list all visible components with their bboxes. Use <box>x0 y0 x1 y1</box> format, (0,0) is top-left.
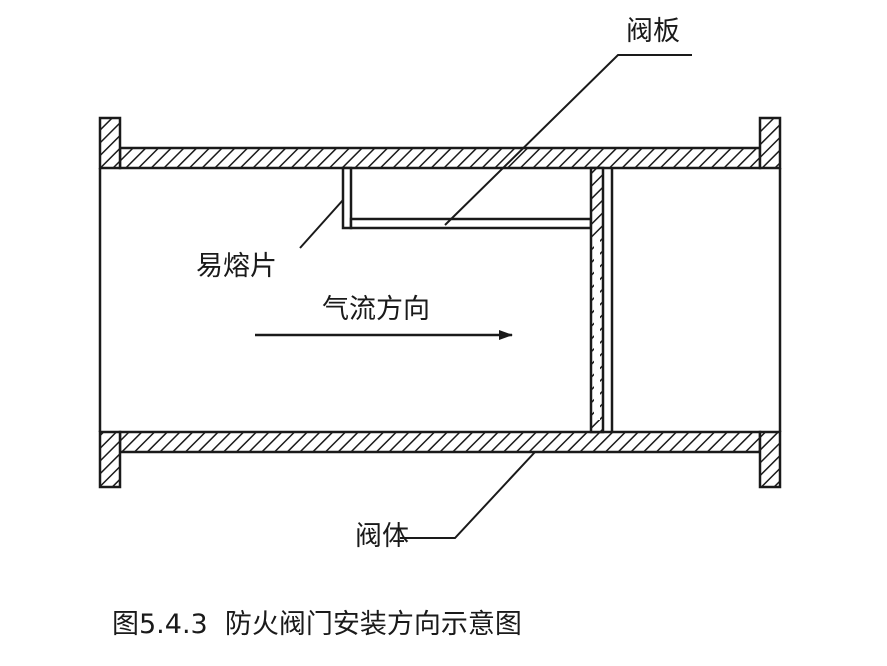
left-bottom-flange <box>98 430 122 489</box>
fusible-link-bracket <box>341 166 353 230</box>
valve-plate-core <box>594 240 600 420</box>
valve-body-label: 阀体 <box>355 521 409 552</box>
right-top-flange <box>758 116 782 170</box>
fusible-link <box>349 217 593 230</box>
valve-plate-label: 阀板 <box>626 16 680 47</box>
top-wall <box>118 146 762 170</box>
left-top-flange <box>98 116 122 170</box>
fusible-link-leader <box>299 199 344 249</box>
airflow-direction-label: 气流方向 <box>322 294 430 325</box>
bottom-wall <box>118 430 762 454</box>
valve-plate-assembly <box>341 166 614 434</box>
valve-body-leader <box>400 451 536 539</box>
figure-caption: 图5.4.3 防火阀门安装方向示意图 <box>112 609 522 640</box>
valve-plate-leader <box>444 54 692 226</box>
leader-lines <box>299 54 692 539</box>
right-bottom-flange <box>758 430 782 489</box>
valve-body <box>98 116 782 489</box>
fusible-link-label: 易熔片 <box>196 251 277 282</box>
